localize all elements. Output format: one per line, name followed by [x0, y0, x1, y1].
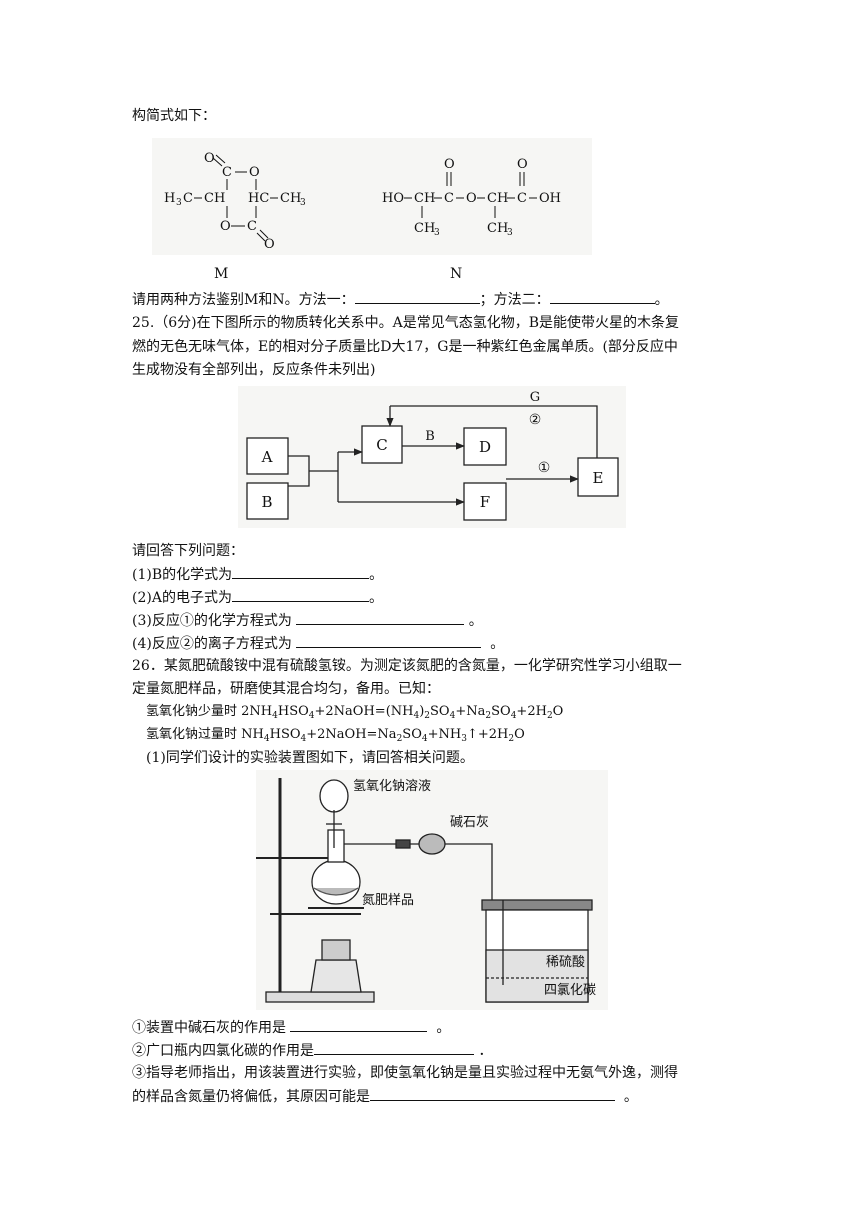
- svg-text:CH: CH: [414, 191, 435, 206]
- svg-text:O: O: [264, 237, 275, 252]
- molecule-n: HO CH C O O CH C O OH CH 3 CH 3: [382, 157, 561, 238]
- q25-q3: (3)反应①的化学方程式为 。: [132, 610, 483, 631]
- node-e: E: [593, 469, 604, 487]
- apparatus-figure: 氢氧化钠溶液 碱石灰 氮肥样品 稀硫酸 四氯化碳: [256, 770, 608, 1010]
- svg-text:C: C: [183, 191, 193, 206]
- svg-text:OH: OH: [539, 191, 561, 206]
- label-ccl4: 四氯化碳: [544, 983, 596, 998]
- label-g: G: [530, 390, 540, 405]
- svg-text:HC: HC: [248, 191, 269, 206]
- conversion-diagram: A B C D F E G ② B ①: [238, 386, 626, 528]
- svg-text:C: C: [247, 219, 257, 234]
- q25-q2: (2)A的电子式为。: [132, 587, 383, 608]
- answer-blank-q2[interactable]: [231, 587, 369, 602]
- intro-text: 构简式如下：: [132, 108, 216, 124]
- svg-text:O: O: [444, 157, 455, 172]
- box-d: [463, 427, 507, 466]
- q26-text-2: 定量氮肥样品，研磨使其混合均匀，备用。已知：: [132, 681, 440, 697]
- svg-text:O: O: [517, 157, 528, 172]
- svg-text:CH: CH: [414, 221, 435, 236]
- label-sample: 氮肥样品: [362, 893, 414, 908]
- conversion-diagram-svg: A B C D F E G ② B ①: [246, 390, 619, 521]
- label-acid: 稀硫酸: [546, 955, 585, 970]
- svg-text:H: H: [164, 191, 175, 206]
- q25-q1: (1)B的化学式为。: [132, 564, 383, 585]
- svg-text:CH: CH: [280, 191, 301, 206]
- svg-text:CH: CH: [487, 191, 508, 206]
- label-edge-b: B: [425, 429, 435, 444]
- answer-blank-q3[interactable]: [296, 610, 465, 625]
- svg-text:C: C: [222, 165, 232, 180]
- svg-text:C: C: [517, 191, 527, 206]
- svg-text:O: O: [466, 191, 477, 206]
- answer-blank-a1[interactable]: [290, 1017, 428, 1032]
- box-a: [246, 437, 289, 475]
- svg-text:C: C: [444, 191, 454, 206]
- answer-blank-a3[interactable]: [370, 1086, 615, 1101]
- q26-a3-2: 的样品含氮量仍将偏低，其原因可能是 。: [132, 1086, 638, 1107]
- structure-figure: O C O H 3 C CH HC CH 3 O C O HO: [152, 138, 592, 255]
- svg-text:3: 3: [434, 228, 440, 238]
- label-r1: ①: [538, 460, 551, 476]
- svg-text:HO: HO: [382, 191, 404, 206]
- node-d: D: [479, 438, 491, 456]
- label-m: M: [214, 266, 229, 282]
- q25-text-2: 燃的无色无味气体，E的相对分子质量比D大17，G是一种紫红色金属单质。(部分反应…: [132, 339, 678, 355]
- label-r2: ②: [529, 412, 542, 428]
- label-naoh: 氢氧化钠溶液: [353, 779, 431, 794]
- apparatus-svg: 氢氧化钠溶液 碱石灰 氮肥样品 稀硫酸 四氯化碳: [256, 778, 596, 1003]
- svg-text:CH: CH: [204, 191, 225, 206]
- svg-text:3: 3: [507, 228, 513, 238]
- equation-2: 氢氧化钠过量时 NH4HSO4+2NaOH=Na2SO4+NH3↑+2H2O: [146, 727, 525, 744]
- svg-text:O: O: [204, 151, 215, 166]
- q26-sub1: (1)同学们设计的实验装置图如下，请回答相关问题。: [146, 750, 474, 766]
- answer-blank-a2[interactable]: [314, 1040, 474, 1055]
- q26-text-1: 26．某氮肥硫酸铵中混有硫酸氢铵。为测定该氮肥的含氮量，一化学研究性学习小组取一: [132, 658, 682, 674]
- molecule-m: O C O H 3 C CH HC CH 3 O C O: [164, 151, 306, 252]
- box-e: [577, 457, 619, 497]
- svg-text:O: O: [249, 165, 260, 180]
- q26-a1: ①装置中碱石灰的作用是 。: [132, 1017, 450, 1038]
- box-c: [361, 425, 403, 464]
- label-soda-lime: 碱石灰: [450, 815, 489, 830]
- answer-blank-method1[interactable]: [354, 289, 480, 304]
- structural-formulas: O C O H 3 C CH HC CH 3 O C O HO: [164, 151, 561, 252]
- label-n: N: [450, 266, 463, 282]
- svg-text:O: O: [220, 219, 231, 234]
- answer-blank-q1[interactable]: [232, 564, 370, 579]
- node-a: A: [261, 448, 273, 466]
- node-b: B: [261, 493, 272, 511]
- svg-text:CH: CH: [487, 221, 508, 236]
- q24-line: 请用两种方法鉴别M和N。方法一：；方法二：。: [132, 289, 669, 310]
- equation-1: 氢氧化钠少量时 2NH4HSO4+2NaOH=(NH4)2SO4+Na2SO4+…: [146, 704, 564, 721]
- node-f: F: [480, 493, 490, 511]
- node-c: C: [376, 436, 387, 454]
- svg-text:3: 3: [300, 198, 306, 208]
- q25-text-1: 25.（6分)在下图所示的物质转化关系中。A是常见气态氢化物，B是能使带火星的木…: [132, 315, 680, 331]
- q26-a3-1: ③指导老师指出，用该装置进行实验，即使氢氧化钠是量且实验过程中无氨气外逸，测得: [132, 1065, 678, 1081]
- svg-text:3: 3: [176, 198, 182, 208]
- q25-prompt: 请回答下列问题：: [132, 543, 244, 559]
- box-b: [246, 482, 289, 520]
- answer-blank-method2[interactable]: [549, 289, 655, 304]
- q25-text-3: 生成物没有全部列出，反应条件未列出): [132, 362, 376, 378]
- answer-blank-q4[interactable]: [296, 633, 482, 648]
- q25-q4: (4)反应②的离子方程式为 。: [132, 633, 504, 654]
- q26-a2: ②广口瓶内四氯化碳的作用是 ．: [132, 1040, 492, 1061]
